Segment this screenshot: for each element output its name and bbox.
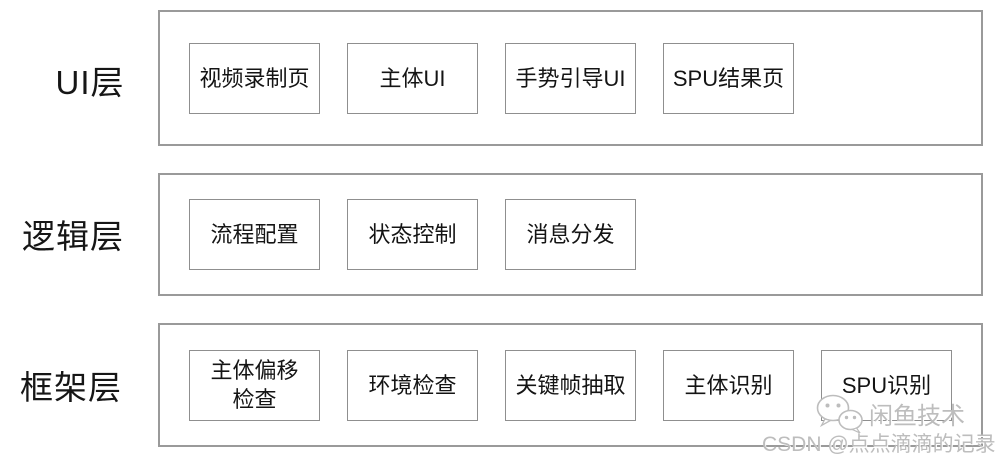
- module-flow-config: 流程配置: [189, 199, 320, 270]
- framework-layer-container: 主体偏移 检查 环境检查 关键帧抽取 主体识别 SPU识别: [158, 323, 983, 447]
- module-subject-offset-check: 主体偏移 检查: [189, 349, 320, 421]
- module-main-ui: 主体UI: [347, 42, 478, 114]
- module-spu-result-page: SPU结果页: [663, 42, 794, 114]
- layer-label-framework: 框架层: [20, 369, 122, 406]
- module-video-record-page: 视频录制页: [189, 42, 320, 114]
- layer-label-ui: UI层: [55, 64, 125, 101]
- watermark-brand-text: 闲鱼技术: [869, 402, 965, 430]
- ui-layer-container: 视频录制页 主体UI 手势引导UI SPU结果页: [158, 10, 983, 146]
- module-state-control: 状态控制: [347, 199, 478, 270]
- watermark-brand-line: 闲鱼技术: [814, 393, 965, 433]
- layer-label-logic: 逻辑层: [22, 218, 124, 255]
- module-keyframe-extraction: 关键帧抽取: [505, 349, 636, 421]
- module-gesture-guide-ui: 手势引导UI: [505, 42, 636, 114]
- module-environment-check: 环境检查: [347, 349, 478, 421]
- wechat-icon: [816, 394, 863, 433]
- logic-layer-container: 流程配置 状态控制 消息分发: [158, 173, 983, 296]
- module-subject-recognition: 主体识别: [663, 349, 794, 421]
- module-message-dispatch: 消息分发: [505, 199, 636, 270]
- watermark-credit-text: CSDN @点点滴滴的记录: [762, 433, 996, 456]
